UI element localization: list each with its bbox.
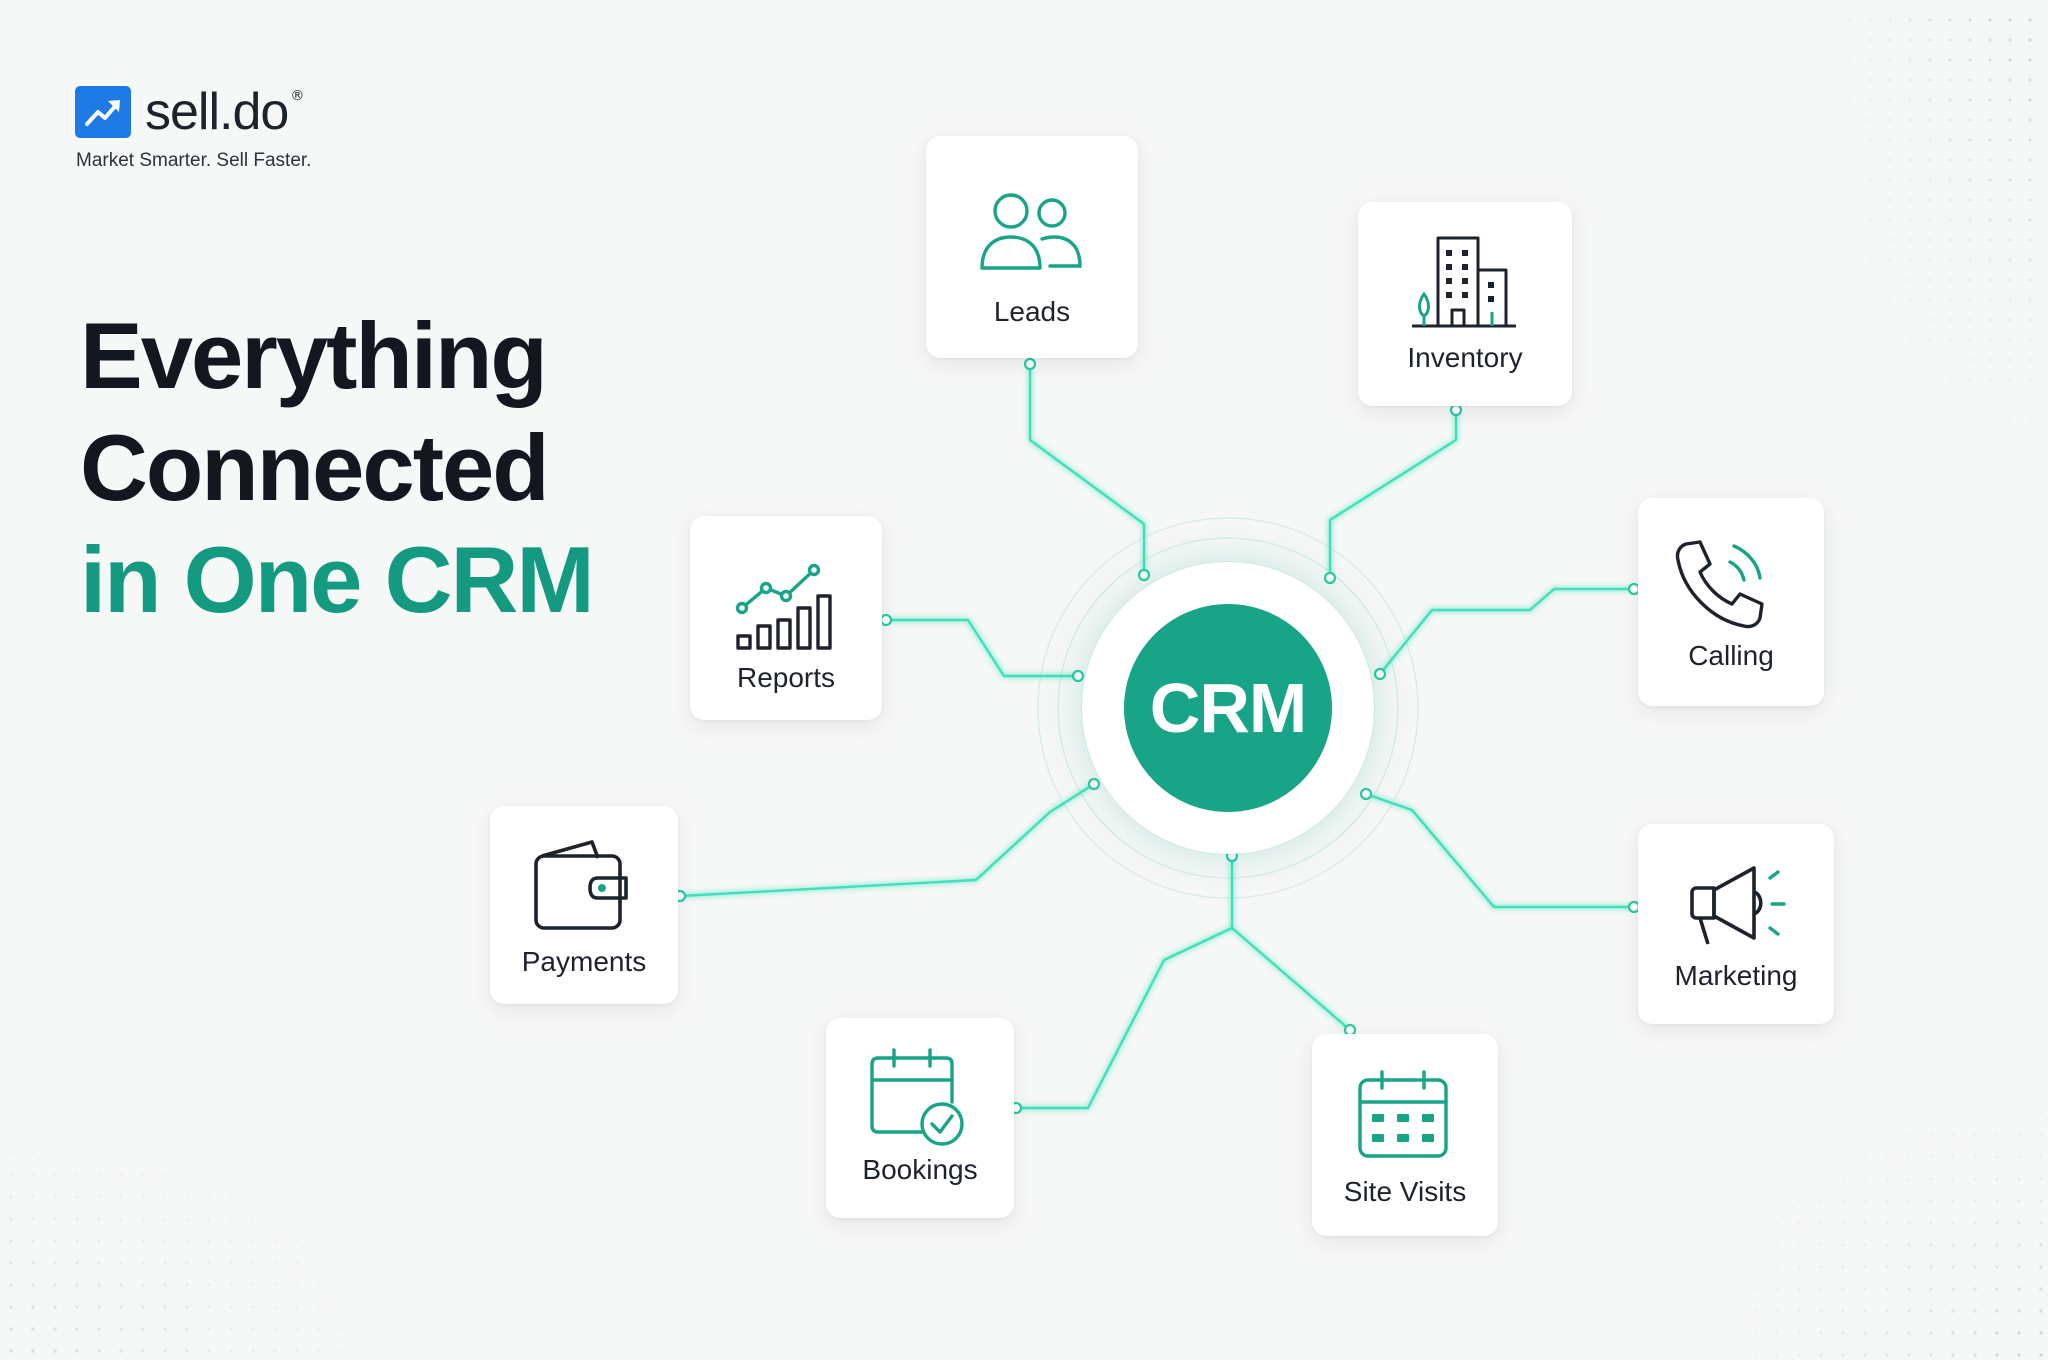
card-payments[interactable]: Payments [490,806,678,1004]
crm-hub: CRM [1124,604,1332,812]
dot-pattern-top-right [1848,18,2032,422]
card-bookings-label: Bookings [862,1154,978,1185]
connector-reports [886,618,1078,678]
hub-ring-outer [1037,517,1419,899]
card-marketing-label: Marketing [1674,960,1798,991]
connector-site-visits [1230,856,1351,1031]
trend-up-icon [75,86,131,138]
headline-line-3: in One CRM [80,527,595,632]
connector-inventory [1328,410,1458,578]
headline-line-1: Everything [80,303,548,408]
card-calling-label: Calling [1688,640,1774,671]
card-calling[interactable]: Calling [1638,498,1824,706]
calendar-check-icon [870,1048,964,1146]
card-bookings[interactable]: Bookings [826,1018,1014,1218]
node-inventory-card [1449,403,1463,417]
registered-mark: ® [290,88,305,104]
connector-leads [1028,364,1146,575]
wallet-icon [534,840,628,930]
node-inventory-hub [1323,571,1337,585]
card-inventory[interactable]: Inventory [1358,202,1572,406]
dot-pattern-bottom-left [9,1151,365,1353]
connector-payments [679,782,1095,898]
card-site-visits-label: Site Visits [1343,1176,1467,1207]
card-inventory-label: Inventory [1407,342,1523,373]
brand-name: sell.do [145,83,289,141]
card-marketing[interactable]: Marketing [1638,824,1834,1024]
headline-line-2: Connected [80,415,550,520]
headline: Everything Connected in One CRM [80,300,595,636]
card-leads-label: Leads [993,296,1071,327]
connector-calling [1379,587,1634,675]
connector-marketing [1365,792,1634,909]
node-reports-card [879,613,893,627]
node-leads-card [1023,357,1037,371]
buildings-icon [1412,236,1516,328]
hub-ring-middle [1057,537,1399,879]
hub-rings [1037,517,1419,899]
node-calling-hub [1373,667,1387,681]
card-reports[interactable]: Reports [690,516,882,720]
card-leads[interactable]: Leads [926,136,1138,358]
megaphone-icon [1690,866,1786,945]
brand-tagline: Market Smarter. Sell Faster. [76,150,312,171]
bar-chart-icon [735,563,832,650]
node-reports-hub [1071,669,1085,683]
node-payments-hub [1087,777,1101,791]
card-payments-label: Payments [521,946,647,977]
dot-pattern-bottom-right [1731,1111,2043,1357]
node-marketing-hub [1359,787,1373,801]
node-leads-hub [1137,568,1151,582]
card-reports-label: Reports [736,662,836,693]
calendar-icon [1358,1070,1448,1158]
connector-bookings [1016,926,1233,1110]
brand-logo: sell.do ® Market Smarter. Sell Faster. [75,86,311,172]
users-icon [980,193,1082,270]
phone-icon [1675,540,1764,629]
crm-hub-label: CRM [1149,669,1307,747]
card-site-visits[interactable]: Site Visits [1312,1034,1498,1236]
